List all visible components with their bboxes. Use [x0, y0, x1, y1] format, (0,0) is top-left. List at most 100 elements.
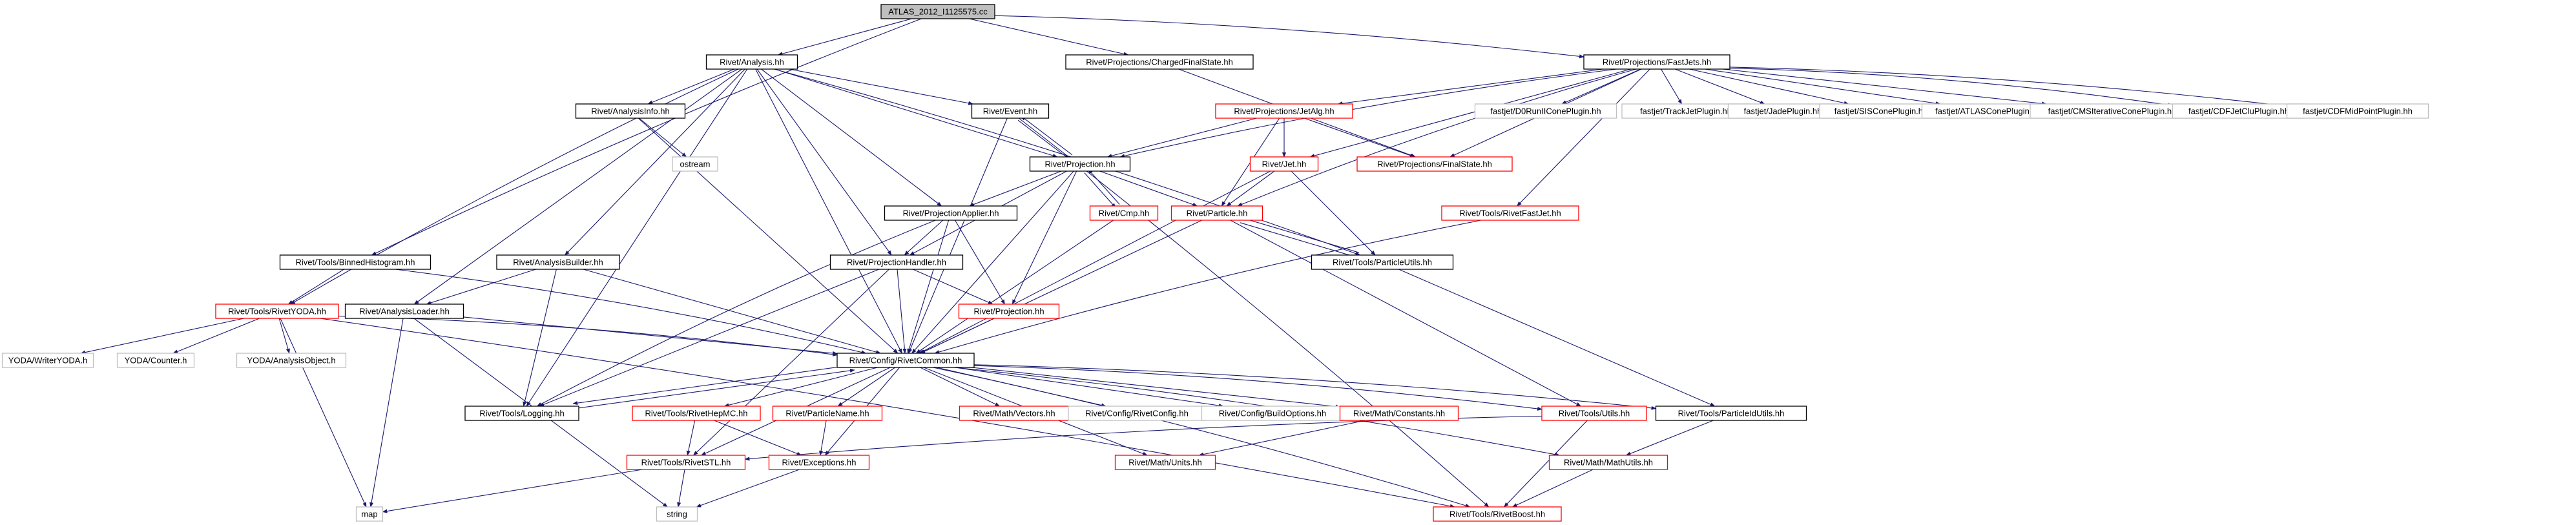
edge-binnedhisto-to-rivetcommon [395, 269, 867, 355]
node-label: Rivet/Config/BuildOptions.hh [1219, 409, 1326, 418]
node-label: fastjet/ATLASConePlugin.hh [1935, 107, 2041, 116]
edge-projection-to-projapplier [969, 170, 1062, 207]
edge-fastjets-to-cdfmid [1729, 67, 2288, 108]
node-label: Rivet/ProjectionHandler.hh [847, 258, 946, 267]
edge-analysis-to-analysisinfo [647, 68, 734, 105]
node-box [971, 103, 1050, 119]
node-label: Rivet/Tools/Utils.hh [1559, 409, 1630, 418]
node-toolsutils[interactable]: Rivet/Tools/Utils.hh [1541, 406, 1647, 421]
node-box [1215, 103, 1353, 119]
node-jetalg[interactable]: Rivet/Projections/JetAlg.hh [1215, 103, 1353, 119]
edge-fastjets-to-trackjet [1661, 68, 1682, 105]
edge-fastjets-to-particle [1237, 68, 1637, 207]
node-mathunits[interactable]: Rivet/Math/Units.hh [1114, 455, 1216, 470]
node-label: Rivet/Tools/RivetBoost.hh [1449, 510, 1545, 519]
node-particle[interactable]: Rivet/Particle.hh [1170, 205, 1263, 221]
node-particleutils[interactable]: Rivet/Tools/ParticleUtils.hh [1311, 254, 1454, 270]
node-projapplier[interactable]: Rivet/ProjectionApplier.hh [884, 205, 1018, 221]
node-box [772, 406, 883, 421]
node-box [575, 103, 686, 119]
node-analysis[interactable]: Rivet/Analysis.hh [705, 54, 798, 70]
edge-particle-to-toolsutils [1230, 220, 1581, 407]
node-label: Rivet/Math/Constants.hh [1353, 409, 1445, 418]
node-box [116, 353, 195, 368]
node-fastjets[interactable]: Rivet/Projections/FastJets.hh [1583, 54, 1730, 70]
edge-projhandler-to-logging [539, 269, 879, 407]
node-label: fastjet/CDFMidPointPlugin.hh [2303, 107, 2413, 116]
node-box [355, 506, 384, 522]
edge-projapplier-to-rivetcommon [907, 220, 950, 354]
edge-analysisbuilder-to-rivetcommon [583, 269, 881, 355]
node-mathvectors[interactable]: Rivet/Math/Vectors.hh [959, 406, 1070, 421]
node-rivetstl[interactable]: Rivet/Tools/RivetSTL.hh [626, 455, 746, 470]
node-label: string [667, 510, 687, 519]
node-event[interactable]: Rivet/Event.hh [971, 103, 1050, 119]
edge-fastjets-to-projection [1119, 68, 1617, 158]
node-chargedfs[interactable]: Rivet/Projections/ChargedFinalState.hh [1065, 54, 1254, 70]
node-box [1655, 406, 1807, 421]
edge-fastjets-to-jet [1309, 68, 1631, 158]
node-box [1583, 54, 1730, 70]
node-projectionhh[interactable]: Rivet/Projection.hh [958, 304, 1060, 319]
node-label: Rivet/Projections/ChargedFinalState.hh [1086, 57, 1233, 67]
node-label: fastjet/JadePlugin.hh [1744, 107, 1822, 116]
node-label: Rivet/Particle.hh [1187, 209, 1248, 218]
edge-rivetcommon-to-mathvectors [920, 367, 1001, 407]
node-particlename[interactable]: Rivet/ParticleName.hh [772, 406, 883, 421]
edge-projectionhh-to-rivetcommon [920, 318, 995, 354]
node-cmp[interactable]: Rivet/Cmp.hh [1089, 205, 1159, 221]
node-exceptions[interactable]: Rivet/Exceptions.hh [768, 455, 870, 470]
edge-rivetcommon-to-mathconstants [971, 367, 1341, 409]
node-label: Rivet/AnalysisBuilder.hh [513, 258, 603, 267]
edge-fastjets-to-siscone [1689, 68, 1849, 105]
node-box [279, 254, 431, 270]
node-projhandler[interactable]: Rivet/ProjectionHandler.hh [829, 254, 964, 270]
node-analysisbuilder[interactable]: Rivet/AnalysisBuilder.hh [496, 254, 620, 270]
node-box [236, 353, 347, 368]
node-buildoptions: Rivet/Config/BuildOptions.hh [1201, 406, 1344, 421]
node-mathconstants[interactable]: Rivet/Math/Constants.hh [1339, 406, 1459, 421]
node-mathutils[interactable]: Rivet/Math/MathUtils.hh [1548, 455, 1668, 470]
node-rivetyoda[interactable]: Rivet/Tools/RivetYODA.hh [215, 304, 339, 319]
node-finalstate[interactable]: Rivet/Projections/FinalState.hh [1356, 156, 1513, 172]
node-rivetconfig: Rivet/Config/RivetConfig.hh [1068, 406, 1206, 421]
node-label: Rivet/Math/Vectors.hh [973, 409, 1055, 418]
node-root[interactable]: ATLAS_2012_I1125575.cc [880, 4, 995, 19]
edge-rivetyoda-to-writeryoda [80, 318, 244, 355]
node-rivetcommon[interactable]: Rivet/Config/RivetCommon.hh [836, 353, 975, 368]
edge-projapplier-to-projhandler [904, 220, 944, 256]
node-rivetboost[interactable]: Rivet/Tools/RivetBoost.hh [1433, 506, 1562, 522]
edge-rivetcommon-to-particleidutils [973, 364, 1657, 410]
edge-analysis-to-logging [526, 68, 748, 407]
edge-projection-to-event [1021, 116, 1073, 156]
node-analysisinfo[interactable]: Rivet/AnalysisInfo.hh [575, 103, 686, 119]
node-cmsit: fastjet/CMSIterativeConePlugin.hh [2030, 103, 2195, 119]
edge-analysisinfo-to-ostream [639, 118, 687, 158]
node-particleidutils[interactable]: Rivet/Tools/ParticleIdUtils.hh [1655, 406, 1807, 421]
node-label: Rivet/Tools/BinnedHistogram.hh [296, 258, 415, 267]
edge-analysis-to-projection [774, 68, 1058, 158]
edge-fastjets-to-rivetfastjet [1517, 68, 1650, 207]
node-label: Rivet/ProjectionApplier.hh [903, 209, 999, 218]
node-rivetfastjet[interactable]: Rivet/Tools/RivetFastJet.hh [1441, 205, 1579, 221]
edge-jetalg-to-projection [1106, 118, 1257, 158]
edge-analysis-to-analysisbuilder [565, 68, 745, 256]
edge-exceptions-to-string [696, 469, 800, 508]
node-box [215, 304, 339, 319]
edge-rivetyoda-to-map [280, 318, 367, 508]
node-analysisloader[interactable]: Rivet/AnalysisLoader.hh [344, 304, 464, 319]
node-label: YODA/WriterYODA.h [8, 356, 88, 365]
node-logging[interactable]: Rivet/Tools/Logging.hh [464, 406, 579, 421]
node-ostream: ostream [672, 156, 718, 172]
edge-projection-to-rivetcommon [911, 170, 1074, 354]
edge-layer [80, 15, 2288, 513]
edge-toolsutils-to-rivetstl [744, 415, 1542, 461]
edge-projhandler-to-rivetcommon [897, 269, 907, 354]
node-rivethepmc[interactable]: Rivet/Tools/RivetHepMC.hh [632, 406, 761, 421]
edge-rivetcommon-to-buildoptions [955, 367, 1224, 408]
node-projection[interactable]: Rivet/Projection.hh [1029, 156, 1131, 172]
node-jet[interactable]: Rivet/Jet.hh [1249, 156, 1319, 172]
edge-event-to-projection [1017, 119, 1070, 160]
node-binnedhisto[interactable]: Rivet/Tools/BinnedHistogram.hh [279, 254, 431, 270]
node-writeryoda: YODA/WriterYODA.h [1, 353, 94, 368]
